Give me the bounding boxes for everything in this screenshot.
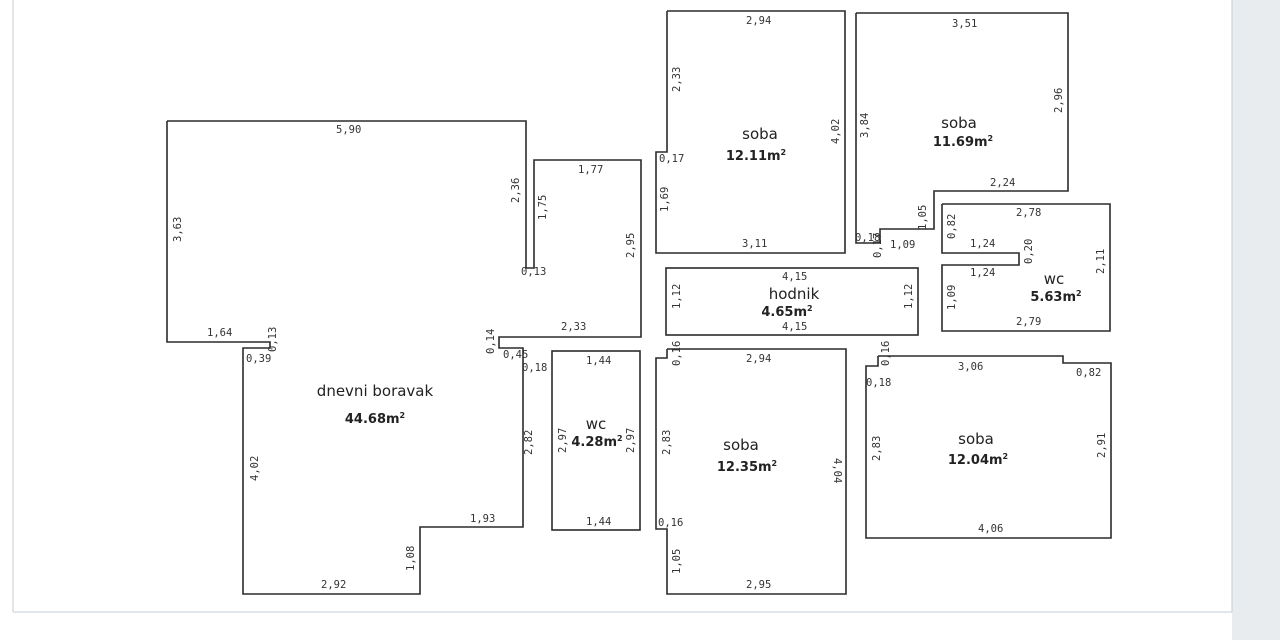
- dimension-label: 3,63: [172, 217, 184, 242]
- room-area: 12.04m2: [948, 452, 1008, 468]
- dimension-label: 1,12: [903, 284, 915, 309]
- wall-soba-4: [865, 355, 1112, 539]
- dimension-label: 0,13: [521, 266, 546, 278]
- room-area: 11.69m2: [933, 134, 993, 150]
- scan-edge: [1232, 0, 1280, 640]
- room-name: dnevni boravak: [317, 382, 434, 400]
- dimension-label: 4,15: [782, 321, 807, 333]
- dimension-label: 2,92: [321, 579, 346, 591]
- dimension-label: 3,51: [952, 18, 977, 30]
- wall-wc-1: [941, 203, 1111, 332]
- wall-soba-3: [655, 348, 847, 595]
- dimension-label: 1,44: [586, 516, 611, 528]
- wall-soba-1: [655, 10, 846, 254]
- dimension-label: 2,36: [510, 178, 522, 203]
- dimension-label: 1,09: [946, 285, 958, 310]
- room-name: soba: [941, 114, 977, 132]
- dimension-label: 1,05: [917, 205, 929, 230]
- dimension-label: 0,17: [872, 233, 884, 258]
- dimension-label: 4,15: [782, 271, 807, 283]
- dimension-label: 0,13: [267, 327, 279, 352]
- dimension-label: 0,45: [503, 349, 528, 361]
- dimension-label: 4,02: [830, 119, 842, 144]
- dimension-label: 1,09: [890, 239, 915, 251]
- room-area: 5.63m2: [1030, 289, 1081, 305]
- dimension-label: 1,12: [671, 284, 683, 309]
- room-area: 12.11m2: [726, 148, 786, 164]
- room-name: hodnik: [769, 285, 820, 303]
- dimension-label: 4,04: [831, 458, 843, 483]
- room-area: 44.68m2: [345, 411, 405, 427]
- dimension-label: 2,96: [1053, 88, 1065, 113]
- room-name: soba: [958, 430, 994, 448]
- room-area: 4.28m2: [571, 434, 622, 450]
- wall-hodnik: [665, 267, 919, 336]
- dimension-label: 0,18: [522, 362, 547, 374]
- dimension-label: 1,24: [970, 267, 995, 279]
- dimension-label: 1,08: [405, 546, 417, 571]
- dimension-label: 0,16: [658, 517, 683, 529]
- dimension-label: 0,18: [855, 232, 880, 244]
- room-name: soba: [723, 436, 759, 454]
- dimension-label: 2,95: [746, 579, 771, 591]
- room-name: wc: [586, 415, 607, 433]
- dimension-label: 2,79: [1016, 316, 1041, 328]
- wall-soba-2: [855, 12, 1069, 244]
- dimension-label: 2,33: [561, 321, 586, 333]
- dimension-label: 0,20: [1023, 239, 1035, 264]
- dimension-label: 2,83: [661, 430, 673, 455]
- room-name: soba: [742, 125, 778, 143]
- dimension-label: 1,44: [586, 355, 611, 367]
- dimension-label: 2,95: [625, 233, 637, 258]
- dimension-label: 1,77: [578, 164, 603, 176]
- dimension-label: 2,24: [990, 177, 1015, 189]
- dimension-label: 0,16: [880, 341, 892, 366]
- dimension-label: 4,06: [978, 523, 1003, 535]
- dimension-label: 2,97: [625, 428, 637, 453]
- dimension-label: 0,17: [659, 153, 684, 165]
- wall-wc-2: [551, 350, 641, 531]
- dimension-label: 0,82: [946, 214, 958, 239]
- dimension-label: 1,64: [207, 327, 232, 339]
- dimension-label: 1,24: [970, 238, 995, 250]
- dimension-label: 2,94: [746, 353, 771, 365]
- dimension-label: 2,11: [1095, 249, 1107, 274]
- dimension-label: 0,82: [1076, 367, 1101, 379]
- dimension-label: 2,83: [871, 436, 883, 461]
- dimension-label: 0,14: [485, 329, 497, 354]
- dimension-label: 2,82: [523, 430, 535, 455]
- dimension-label: 1,75: [537, 195, 549, 220]
- dimension-label: 2,91: [1096, 433, 1108, 458]
- dimension-label: 0,16: [671, 341, 683, 366]
- dimension-label: 2,33: [671, 67, 683, 92]
- dimension-label: 1,69: [659, 187, 671, 212]
- dimension-label: 3,06: [958, 361, 983, 373]
- dimension-label: 0,39: [246, 353, 271, 365]
- dimension-label: 5,90: [336, 124, 361, 136]
- dimension-label: 1,05: [671, 549, 683, 574]
- dimension-label: 3,11: [742, 238, 767, 250]
- dimension-label: 2,97: [557, 428, 569, 453]
- dimension-label: 2,78: [1016, 207, 1041, 219]
- room-area: 12.35m2: [717, 459, 777, 475]
- room-name: wc: [1044, 270, 1065, 288]
- dimension-label: 2,94: [746, 15, 771, 27]
- dimension-label: 3,84: [859, 113, 871, 138]
- dimension-label: 1,93: [470, 513, 495, 525]
- wall-dnevni-boravak: [166, 120, 642, 595]
- dimension-label: 0,18: [866, 377, 891, 389]
- room-area: 4.65m2: [761, 304, 812, 320]
- dimension-label: 4,02: [249, 456, 261, 481]
